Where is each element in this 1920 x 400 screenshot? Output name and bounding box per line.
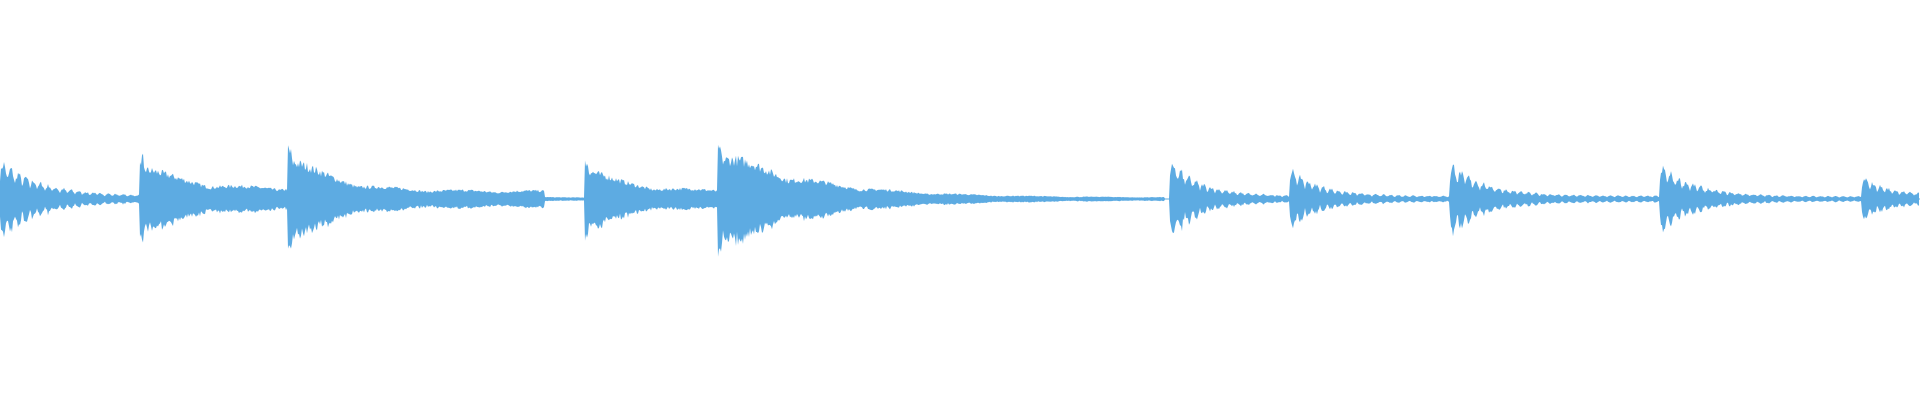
waveform-envelope (0, 144, 1919, 257)
